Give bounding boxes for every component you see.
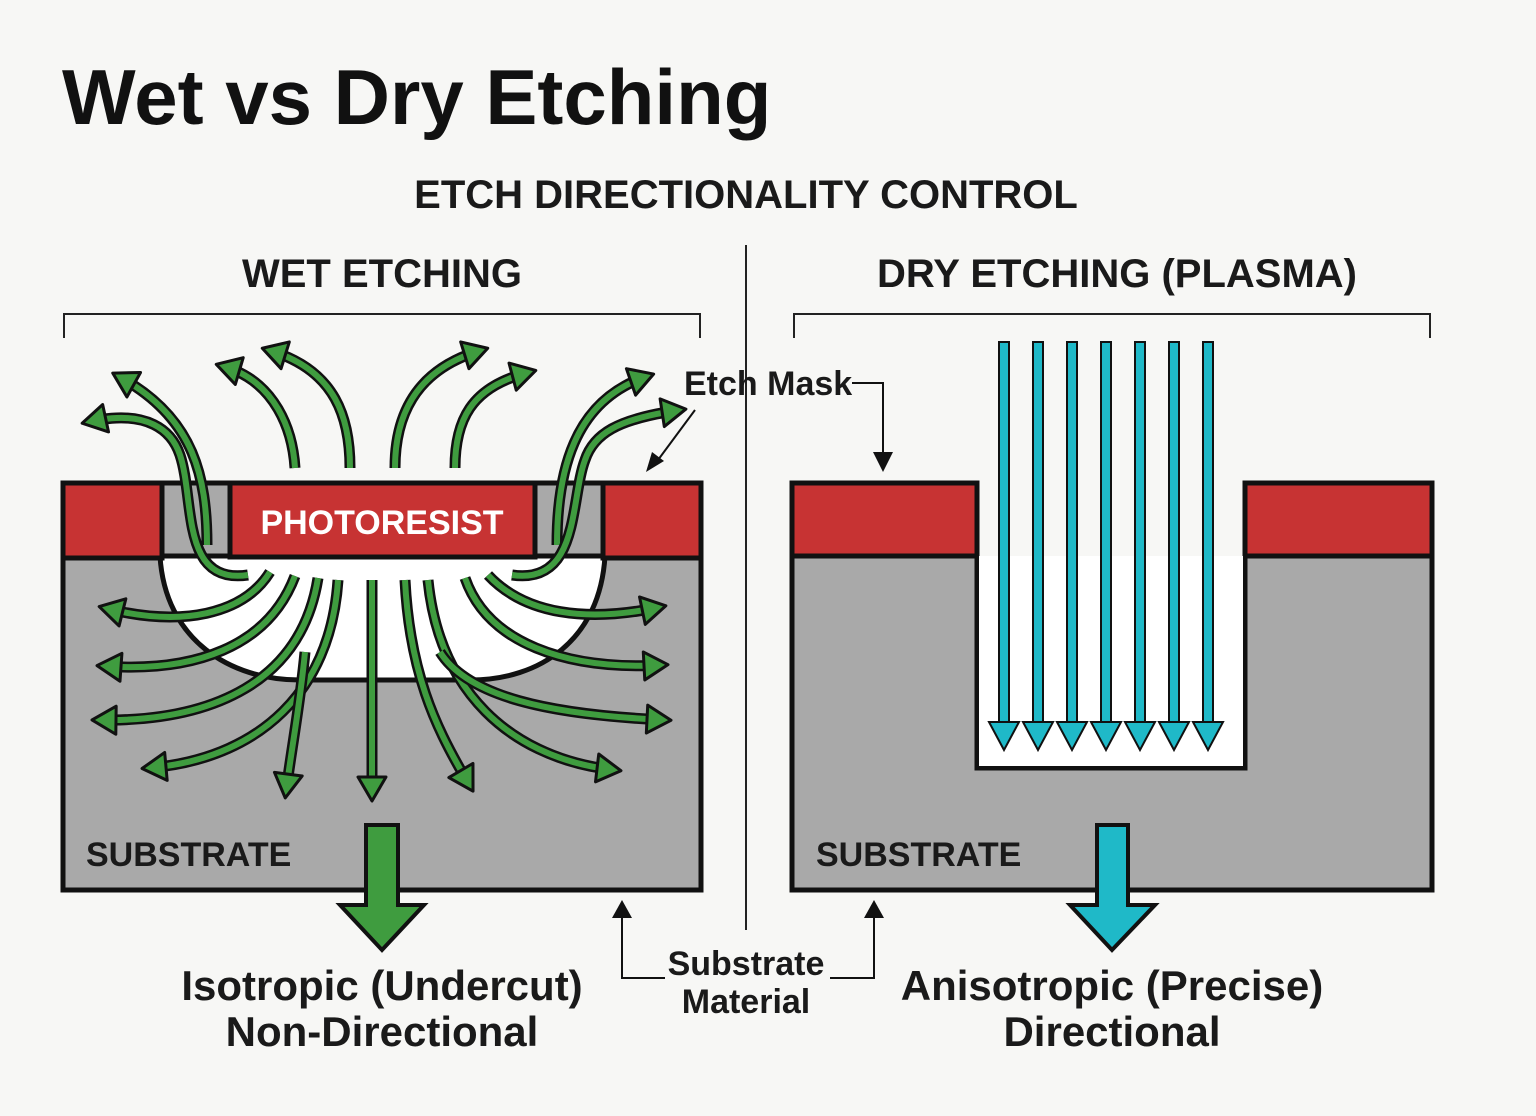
wet-arrow-shaft (437, 650, 666, 723)
dry-arrowhead-icon (1089, 721, 1123, 753)
substrate-material-line1: Substrate (668, 945, 825, 983)
dry-arrowhead-icon (1055, 721, 1089, 753)
wet-arrow-shaft (87, 414, 249, 579)
wet-arrowhead-icon (272, 770, 304, 800)
dry-arrow-shaft (1168, 341, 1180, 725)
dry-etch-arrows (987, 341, 1225, 753)
wet-substrate-label: SUBSTRATE (86, 836, 291, 874)
dry-arrowhead-icon (987, 721, 1021, 753)
wet-arrow-shaft (554, 373, 649, 546)
dry-caption-line1: Anisotropic (Precise) (901, 962, 1323, 1009)
wet-arrow-shaft (116, 373, 210, 546)
wet-arrowhead-icon (214, 356, 245, 387)
wet-arrow-shaft (402, 579, 473, 788)
substrate-arrowhead-right-icon (864, 900, 884, 918)
dry-arrowhead-icon (1191, 721, 1225, 753)
wet-arrowhead-icon (140, 750, 169, 782)
wet-arrowhead-icon (624, 367, 656, 397)
dry-arrow-shaft (1202, 341, 1214, 725)
dry-mask-left (789, 480, 980, 559)
dry-direction-arrow-icon (1065, 823, 1160, 953)
page-title: Wet vs Dry Etching (62, 53, 771, 141)
subtitle: ETCH DIRECTIONALITY CONTROL (414, 173, 1078, 217)
etch-mask-arrowhead-right-icon (873, 452, 893, 472)
wet-direction-arrow-icon (335, 823, 429, 953)
etch-mask-leader-left (657, 409, 696, 461)
substrate-leader-left (621, 915, 665, 979)
wet-arrow-shaft (267, 347, 353, 469)
etch-mask-callout: Etch Mask (684, 365, 852, 403)
wet-arrow-shaft (97, 577, 321, 724)
substrate-arrowhead-left-icon (612, 900, 632, 918)
wet-arrowhead-icon (80, 403, 111, 434)
dry-arrowhead-icon (1021, 721, 1055, 753)
dry-arrow-shaft (998, 341, 1010, 725)
wet-mask-left (60, 480, 165, 561)
wet-arrowhead-icon (641, 650, 670, 682)
wet-arrowhead-icon (507, 361, 538, 392)
wet-arrow-shaft (425, 579, 616, 773)
wet-caption-line2: Non-Directional (226, 1008, 539, 1055)
photoresist (227, 480, 538, 560)
wet-arrowhead-icon (593, 752, 623, 784)
dry-arrow-shaft (1100, 341, 1112, 725)
wet-arrowhead-icon (459, 340, 490, 371)
wet-arrowhead-icon (658, 397, 688, 429)
wet-arrowhead-icon (447, 761, 475, 793)
wet-arrowhead-icon (638, 595, 668, 626)
wet-bracket (63, 313, 701, 338)
wet-arrowhead-icon (644, 703, 673, 735)
etch-mask-arrowhead-left-icon (646, 452, 664, 472)
dry-arrowhead-icon (1123, 721, 1157, 753)
substrate-leader-right (830, 915, 875, 979)
substrate-material-line2: Material (682, 983, 811, 1021)
wet-heading: WET ETCHING (242, 252, 522, 296)
wet-arrowhead-icon (95, 651, 124, 683)
dry-heading: DRY ETCHING (PLASMA) (877, 252, 1357, 296)
wet-arrow-shaft (392, 347, 483, 469)
wet-arrow-shaft (485, 572, 661, 618)
dry-arrow-shaft (1134, 341, 1146, 725)
dry-mask-right (1242, 480, 1435, 559)
dry-arrowhead-icon (1157, 721, 1191, 753)
wet-arrow-shaft (104, 570, 273, 620)
wet-arrowhead-icon (90, 704, 118, 736)
wet-arrow-shaft (511, 407, 681, 579)
dry-arrow-shaft (1066, 341, 1078, 725)
dry-caption-line2: Directional (1003, 1008, 1220, 1055)
wet-arrowhead-icon (356, 775, 388, 803)
dry-bracket (793, 313, 1431, 338)
wet-arrowhead-icon (111, 371, 143, 399)
dry-arrow-shaft (1032, 341, 1044, 725)
wet-caption-line1: Isotropic (Undercut) (181, 962, 582, 1009)
wet-etch-arrows (80, 340, 688, 803)
wet-arrow-shaft (147, 579, 341, 771)
photoresist-label: PHOTORESIST (260, 504, 503, 542)
wet-arrow-shaft (102, 574, 298, 671)
dry-substrate-label: SUBSTRATE (816, 836, 1021, 874)
wet-arrowhead-icon (97, 597, 128, 628)
wet-arrowhead-icon (260, 340, 291, 371)
etch-mask-leader-right (852, 382, 884, 455)
wet-mask-right (600, 480, 704, 561)
wet-arrow-shaft (462, 577, 663, 669)
